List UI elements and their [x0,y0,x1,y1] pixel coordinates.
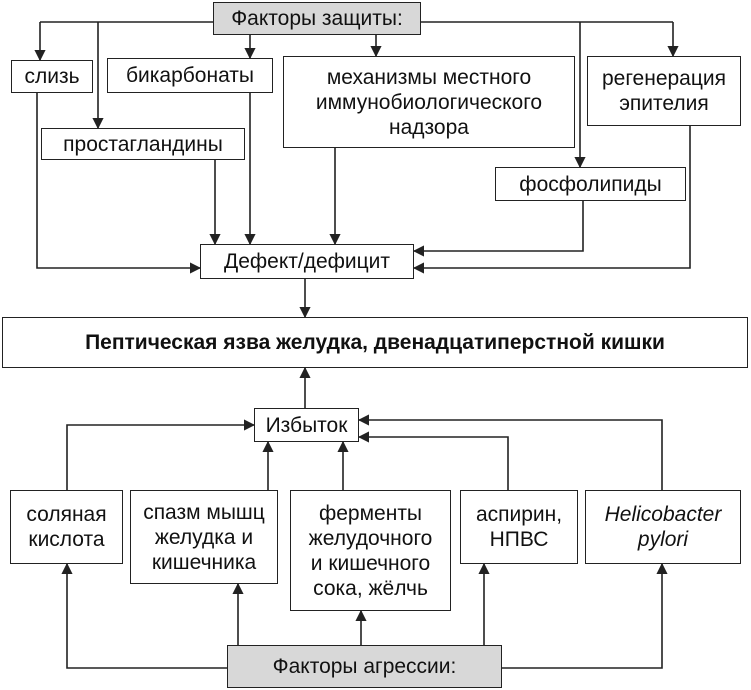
muscle-spasm-box: спазм мышц желудка и кишечника [130,490,278,584]
digestive-enzymes-box: ферменты желудочного и кишечного сока, ж… [290,490,451,611]
aspirin-nsaid-box: аспирин, НПВС [460,490,578,564]
mucus-box: слизь [11,60,93,93]
prostaglandins-box: простагландины [41,128,245,160]
line-hp-to-excess [357,414,663,490]
defect-deficit-box: Дефект/дефицит [200,244,414,279]
line-acid-to-excess [66,419,256,490]
epithelium-regeneration-box: регенерация эпителия [587,56,741,126]
bicarbonates-box: бикарбонаты [107,58,273,93]
excess-box: Избыток [254,408,359,442]
line-regeneration-to-deficit [412,126,691,274]
arrow-to-hp [502,562,668,669]
line-aspirin-to-excess [357,431,509,490]
line-mucus-to-deficit [36,93,202,274]
phospholipids-box: фосфолипиды [495,167,686,201]
hydrochloric-acid-box: соляная кислота [10,490,123,564]
defense-factors-title: Факторы защиты: [213,2,421,35]
helicobacter-pylori-box: Helicobacter pylori [585,490,741,564]
peptic-ulcer-box: Пептическая язва желудка, двенадцатиперс… [2,317,748,368]
arrow-to-acid [61,562,227,669]
aggression-factors-title: Факторы агрессии: [227,645,502,688]
line-phospholipids-to-deficit [412,201,584,257]
immune-surveillance-box: механизмы местного иммунобиологического … [283,56,575,148]
